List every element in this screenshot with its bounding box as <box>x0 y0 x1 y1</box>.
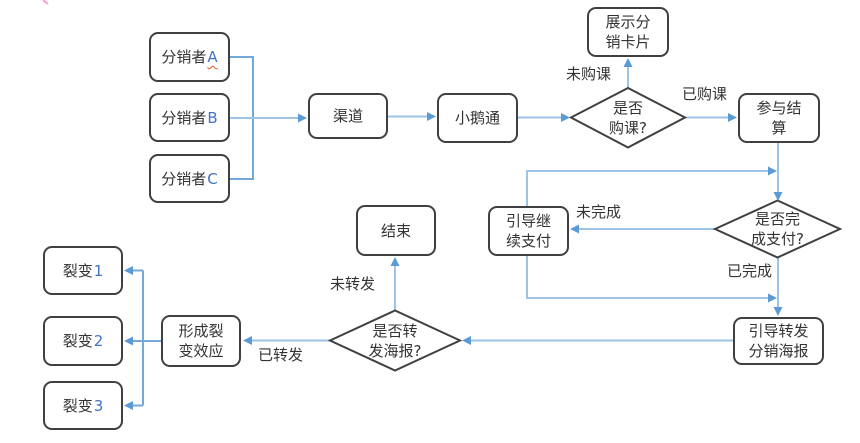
node-label: 裂变 <box>62 332 93 350</box>
node-fission-effect: 形成裂 变效应 <box>161 315 241 367</box>
edge-fission-hub <box>132 269 161 407</box>
decision-forward-label: 是否转 发海报? <box>368 321 422 360</box>
decision-payment-label: 是否完 成支付? <box>751 210 804 248</box>
arrowhead <box>243 336 252 345</box>
node-label: 裂变 <box>62 396 93 415</box>
node-label-suffix: C <box>207 169 218 188</box>
node-label: 渠道 <box>332 107 363 125</box>
arrowhead <box>462 336 471 345</box>
edge-guidepay-loop-top <box>526 170 768 206</box>
node-label: 分销者 <box>161 108 207 127</box>
arrowhead <box>427 112 436 121</box>
node-label: 分销者 <box>161 48 207 66</box>
arrowhead <box>773 307 783 316</box>
arrowhead <box>570 224 579 234</box>
arrowhead <box>623 58 633 67</box>
node-end: 结束 <box>356 205 436 256</box>
stray-pink-mark <box>42 0 49 5</box>
node-label: 参与结 算 <box>756 99 802 137</box>
arrowhead <box>773 192 783 201</box>
edge-label-purchased: 已购课 <box>682 85 728 103</box>
node-guide-continue-payment: 引导继 续支付 <box>488 206 569 256</box>
node-settlement: 参与结 算 <box>738 93 820 143</box>
arrowhead <box>561 113 570 122</box>
node-label-suffix: 3 <box>93 396 104 415</box>
arrowhead <box>124 266 133 275</box>
edge-label-not-completed: 未完成 <box>576 203 622 221</box>
decision-purchase-diamond <box>568 86 688 149</box>
decision-purchase-label: 是否 购课? <box>609 98 647 137</box>
edge-label-forwarded: 已转发 <box>258 346 304 364</box>
edge-guidepay-loop-bottom <box>526 256 768 299</box>
edge-label-not-forwarded: 未转发 <box>330 275 376 293</box>
node-label: 引导转发 分销海报 <box>748 322 809 360</box>
node-label: 结束 <box>380 221 411 240</box>
node-label: 引导继 续支付 <box>505 212 551 250</box>
edge-label-completed: 已完成 <box>727 262 773 280</box>
node-label-suffix: A <box>207 48 218 66</box>
arrowhead <box>124 336 133 346</box>
node-guide-forward-poster: 引导转发 分销海报 <box>733 317 824 365</box>
decision-payment-diamond <box>712 199 843 259</box>
node-channel: 渠道 <box>308 93 388 139</box>
node-label: 分销者 <box>161 169 207 188</box>
node-label: 形成裂 变效应 <box>178 322 224 360</box>
arrowhead <box>768 293 777 303</box>
node-label-suffix: 2 <box>93 332 104 350</box>
decision-forward-diamond <box>327 309 463 372</box>
arrowhead <box>728 113 737 122</box>
arrowhead <box>390 257 400 266</box>
node-show-distribution-card: 展示分 销卡片 <box>587 7 669 57</box>
node-label: 展示分 销卡片 <box>605 13 651 51</box>
node-xiaoetong: 小鹅通 <box>437 93 518 143</box>
node-label: 小鹅通 <box>454 109 500 127</box>
arrowhead <box>124 401 133 410</box>
arrowhead <box>298 113 307 123</box>
node-label-suffix: B <box>207 108 218 127</box>
node-label: 裂变 <box>62 261 93 280</box>
node-label-suffix: 1 <box>93 261 104 280</box>
edge-label-not-purchased: 未购课 <box>566 65 612 83</box>
arrowhead <box>768 166 777 176</box>
